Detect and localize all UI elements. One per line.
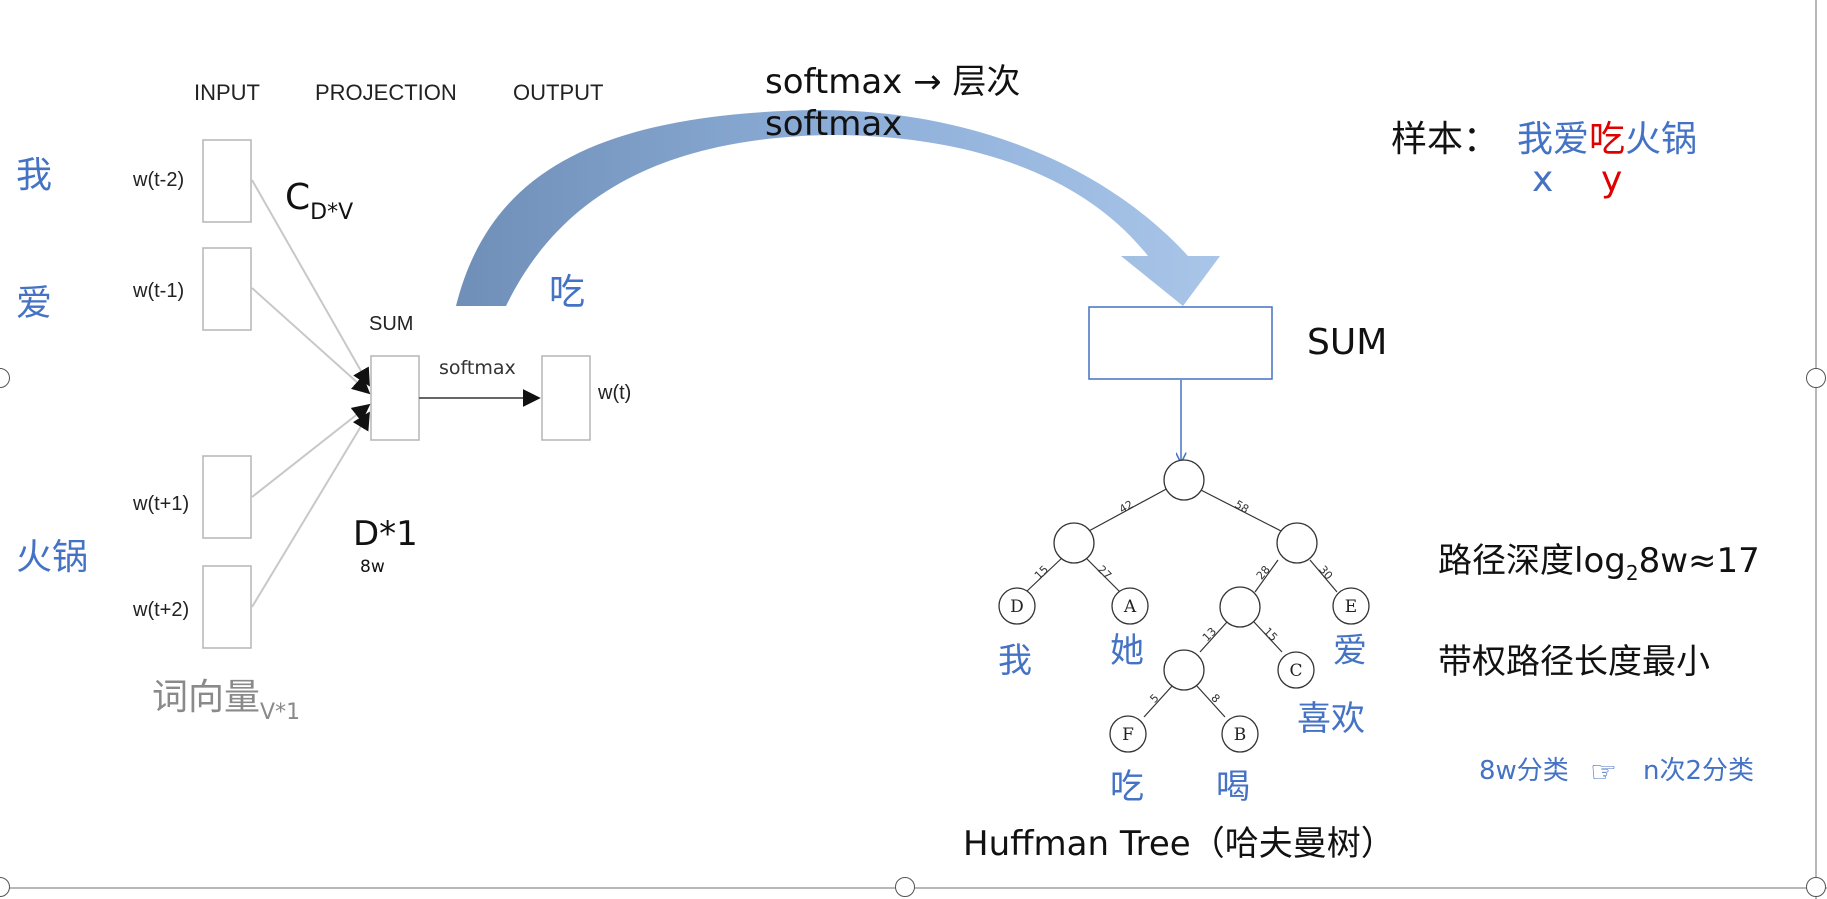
tree-leaf-D <box>998 587 1036 625</box>
cbow-input-boxes <box>202 139 591 649</box>
tree-leaf-B <box>1221 715 1259 753</box>
leaf-letter-B: B <box>1234 725 1247 745</box>
left-word-wo: 我 <box>16 155 53 196</box>
leaf-letter-E: E <box>1345 597 1357 617</box>
resize-handle-bottom[interactable] <box>895 877 915 897</box>
sample-y-label: y <box>1601 159 1623 200</box>
classify-left-note: 8w分类 <box>1479 756 1569 786</box>
softmax-small-label: softmax <box>439 357 516 379</box>
slide-right-edge <box>1815 0 1817 899</box>
right-sum-box <box>1088 306 1273 380</box>
output-label: w(t) <box>598 382 632 404</box>
leaf-letter-F: F <box>1122 725 1134 745</box>
tree-leaf-E <box>1332 587 1370 625</box>
tree-root-node <box>1163 459 1205 501</box>
center-word-chi: 吃 <box>549 272 586 313</box>
d1-label: D*1 <box>353 514 418 554</box>
tree-internal-node-mid <box>1219 586 1261 628</box>
sample-x-label: x <box>1532 159 1554 200</box>
edge-weight: 27 <box>1095 563 1114 582</box>
sample-sentence: 我爱吃火锅 <box>1517 122 1697 158</box>
input-box-t-1 <box>202 247 252 331</box>
tree-internal-node-left <box>1053 522 1095 564</box>
sample-part-woai: 我爱 <box>1517 119 1590 160</box>
edge-weight: 30 <box>1316 563 1335 582</box>
edge-weight: 42 <box>1117 498 1136 516</box>
projection-box <box>370 355 420 441</box>
tree-word-D: 我 <box>998 641 1032 681</box>
edge-weight: 28 <box>1254 563 1273 582</box>
left-word-ai: 爱 <box>16 283 53 324</box>
sample-part-huoguo: 火锅 <box>1625 119 1698 160</box>
projection-sum-label: SUM <box>369 313 414 335</box>
connection-t+2 <box>251 411 370 608</box>
edge-weight: 5 <box>1147 691 1161 705</box>
input-box-t+1 <box>202 455 252 539</box>
edge-weight: 13 <box>1200 625 1219 644</box>
matrix-c-label: CD*V <box>285 177 354 225</box>
resize-handle-right[interactable] <box>1806 368 1826 388</box>
input-label-t-1: w(t-1) <box>133 280 185 302</box>
tree-word-F: 吃 <box>1110 767 1144 807</box>
cbow-connections <box>251 179 371 608</box>
header-output: OUTPUT <box>513 80 604 105</box>
sample-part-chi: 吃 <box>1589 119 1626 160</box>
tree-word-C: 喜欢 <box>1297 699 1365 739</box>
tree-word-A: 她 <box>1110 631 1144 671</box>
edge-weight: 8 <box>1208 691 1222 705</box>
connection-t+1 <box>251 403 371 498</box>
word-vector-label: 词向量V*1 <box>152 677 301 725</box>
connection-t-2 <box>251 179 370 387</box>
tree-leaf-F <box>1109 715 1147 753</box>
huffman-tree-nodes <box>998 459 1370 753</box>
pointing-hand-icon: ☞ <box>1590 755 1617 790</box>
header-input: INPUT <box>194 80 260 105</box>
input-label-t+2: w(t+2) <box>133 599 190 621</box>
left-word-huoguo: 火锅 <box>16 537 89 578</box>
sample-label: 样本： <box>1391 119 1500 160</box>
classify-right-note: n次2分类 <box>1643 756 1755 786</box>
tree-leaf-A <box>1111 587 1149 625</box>
input-label-t-2: w(t-2) <box>133 169 185 191</box>
d1-sub-label: 8w <box>360 557 385 577</box>
path-depth-note: 路径深度log28w≈17 <box>1438 541 1760 585</box>
tree-leaf-C <box>1277 651 1315 689</box>
curved-transition-arrow <box>456 109 1220 306</box>
resize-handle-bottom-right[interactable] <box>1806 877 1826 897</box>
arrow-caption-line1: softmax → 层次 <box>765 62 1021 102</box>
leaf-letter-D: D <box>1010 597 1024 617</box>
weighted-path-note: 带权路径长度最小 <box>1438 642 1710 682</box>
connection-t-1 <box>251 287 371 395</box>
input-label-t+1: w(t+1) <box>133 493 190 515</box>
edge-weight: 58 <box>1232 498 1251 516</box>
output-box <box>541 355 591 441</box>
tree-internal-node-right <box>1276 522 1318 564</box>
leaf-letter-A: A <box>1123 597 1137 617</box>
edge-weight: 15 <box>1032 563 1051 582</box>
tree-word-E: 爱 <box>1333 631 1367 671</box>
input-box-t-2 <box>202 139 252 223</box>
right-sum-label: SUM <box>1307 322 1388 363</box>
tree-internal-node-low <box>1163 649 1205 691</box>
header-projection: PROJECTION <box>315 80 457 105</box>
input-box-t+2 <box>202 565 252 649</box>
tree-word-B: 喝 <box>1216 767 1250 807</box>
edge-weight: 15 <box>1261 625 1280 644</box>
leaf-letter-C: C <box>1289 661 1302 681</box>
arrow-caption-line2: softmax <box>765 104 903 144</box>
huffman-tree-caption: Huffman Tree（哈夫曼树） <box>963 824 1395 864</box>
huffman-tree-edges <box>1025 486 1338 718</box>
